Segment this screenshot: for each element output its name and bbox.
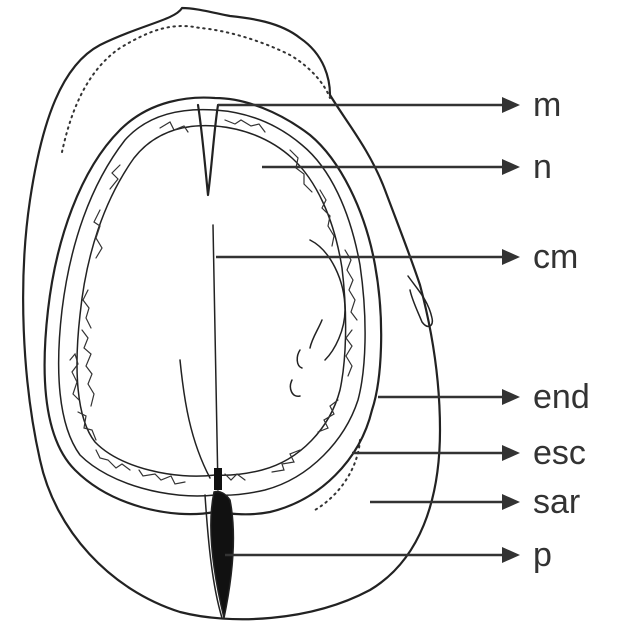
label-p: p [533, 536, 552, 574]
cotyledon-markings [290, 240, 345, 396]
callout-arrows [216, 97, 520, 563]
label-sar: sar [533, 483, 580, 521]
micropyle-notch [198, 105, 218, 195]
label-end: end [533, 378, 590, 416]
chalaza-upper [214, 468, 222, 490]
label-esc: esc [533, 434, 586, 472]
label-m: m [533, 86, 561, 124]
endosperm-texture [70, 120, 357, 484]
label-cm: cm [533, 238, 578, 276]
cotyledon-midline [213, 225, 218, 490]
dotted-boundary-bottom [315, 440, 360, 510]
cotyledon-curve-left [180, 360, 210, 478]
label-n: n [533, 148, 552, 186]
